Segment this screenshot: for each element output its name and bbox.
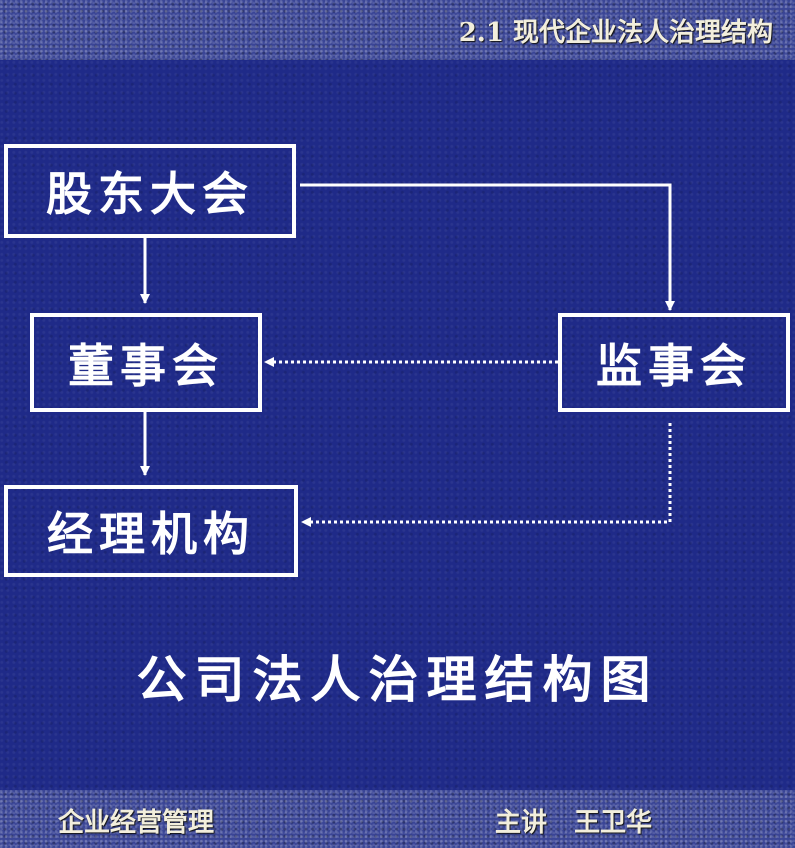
node-supervisory-board: 监事会 (558, 313, 790, 412)
node-board-of-directors: 董事会 (30, 313, 262, 412)
diagram-caption: 公司法人治理结构图 (136, 650, 659, 709)
slide-section-title: 2.1 现代企业法人治理结构 (458, 18, 773, 48)
connector-supervisory-to-management (301, 423, 672, 527)
slide-content (0, 60, 795, 790)
header-band: 2.1 现代企业法人治理结构 (0, 0, 795, 60)
node-shareholders-meeting: 股东大会 (4, 144, 296, 238)
course-name: 企业经营管理 (58, 808, 215, 838)
node-management: 经理机构 (4, 485, 298, 577)
connector-shareholders-to-supervisory (300, 183, 675, 311)
lecturer-name: 主讲 王卫华 (495, 808, 653, 838)
footer-band: 企业经营管理 主讲 王卫华 (0, 790, 795, 848)
